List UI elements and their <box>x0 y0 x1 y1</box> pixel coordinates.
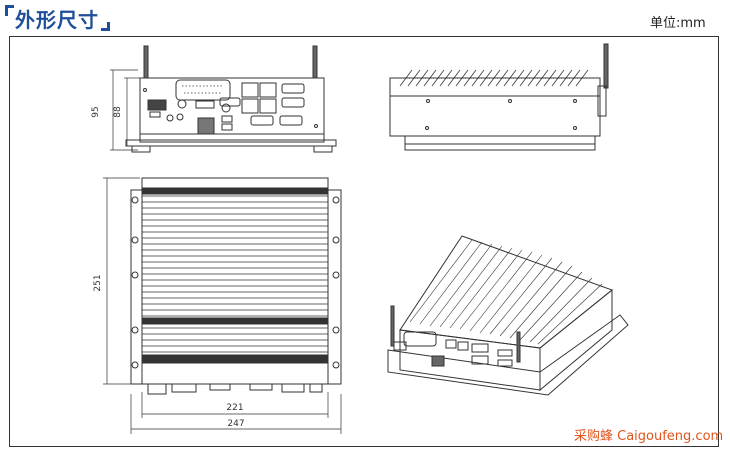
db25-pins <box>182 85 224 94</box>
unit-label: 单位:mm <box>650 16 706 31</box>
dim-top-depth: 251 <box>93 274 103 291</box>
dim-front-height-inner: 88 <box>113 106 123 118</box>
isometric-view <box>387 235 629 396</box>
heatsink-fins <box>142 195 328 359</box>
iso-fins <box>409 239 603 345</box>
dim-front-height-outer: 95 <box>91 106 101 117</box>
drawing-frame <box>9 36 719 447</box>
side-fins <box>399 69 589 87</box>
side-view <box>389 43 609 151</box>
title-bracket-left <box>5 5 14 16</box>
top-view <box>103 177 342 434</box>
title-bracket-right <box>101 22 110 31</box>
dim-top-width-inner: 221 <box>226 403 243 413</box>
section-title-text: 外形尺寸 <box>15 7 99 32</box>
front-view <box>110 45 337 153</box>
watermark: 采购蜂 Caigoufeng.com <box>574 429 724 444</box>
section-title: 外形尺寸 <box>5 5 110 32</box>
dim-top-width-outer: 247 <box>227 419 244 429</box>
